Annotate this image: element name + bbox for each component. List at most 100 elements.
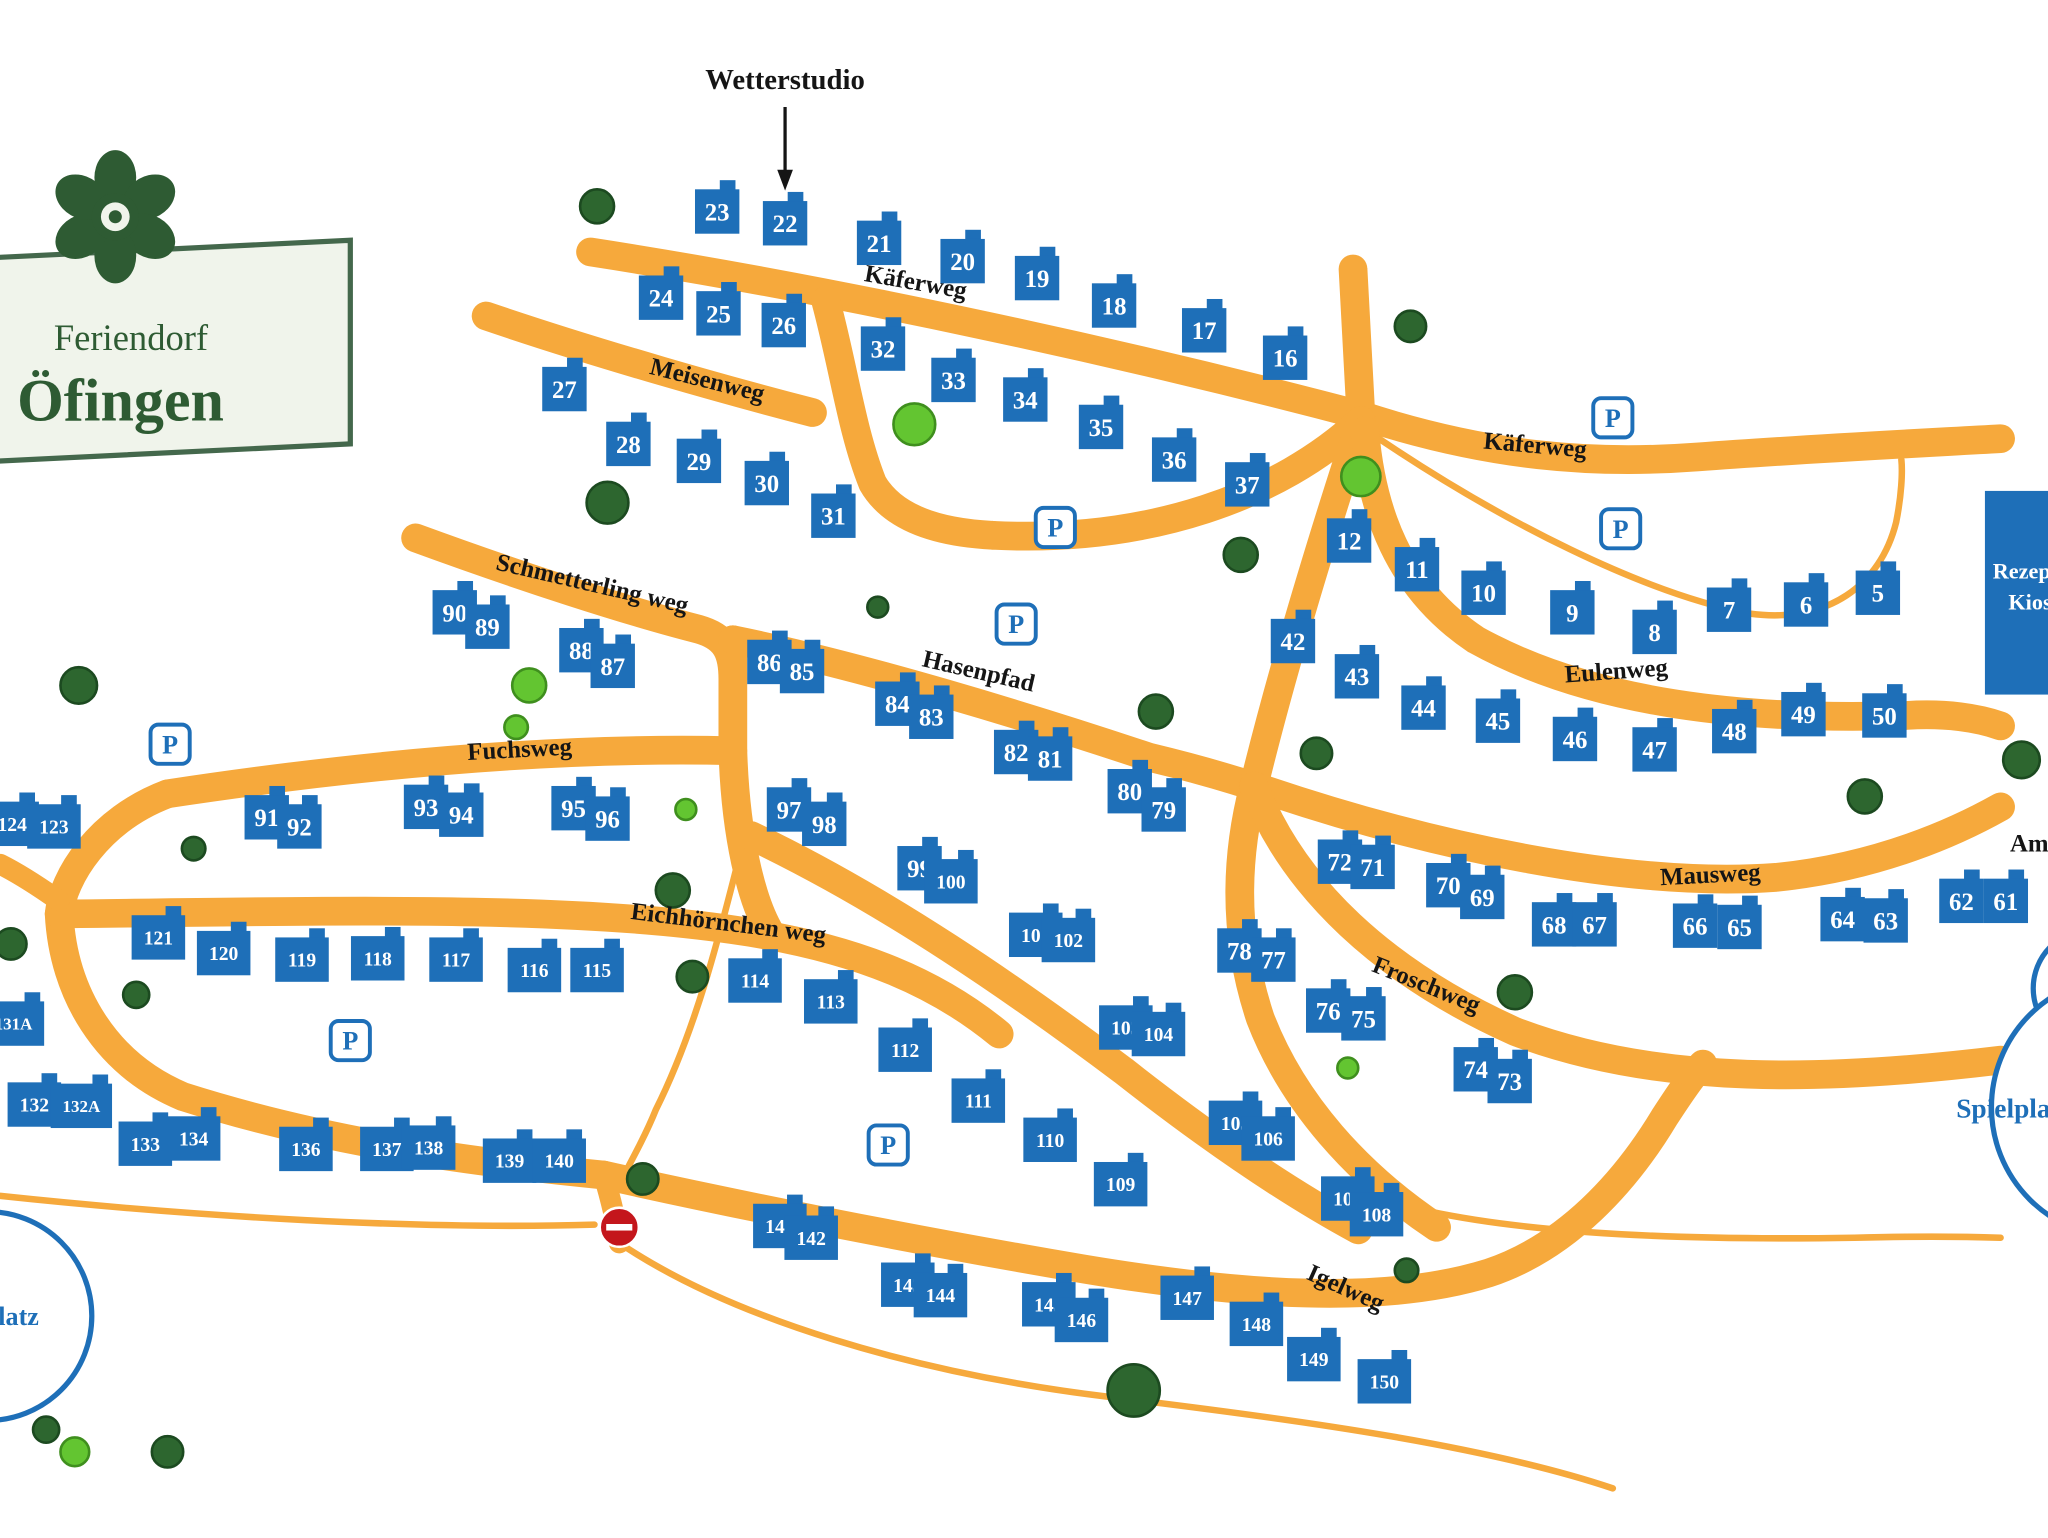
road-diagonal-1 — [736, 821, 1373, 1245]
parking-icon-box — [1591, 396, 1635, 440]
house-marker-number: 49 — [1791, 702, 1816, 729]
house-marker-tab — [772, 630, 788, 642]
house-marker-109: 109 — [1093, 1152, 1148, 1207]
house-marker-tab — [428, 775, 445, 786]
house-marker-92: 92 — [277, 795, 322, 849]
house-marker-32: 32 — [860, 317, 906, 371]
house-marker-number: 138 — [414, 1139, 444, 1160]
house-marker-tab — [1321, 1327, 1337, 1339]
house-marker-98: 98 — [802, 792, 847, 847]
house-marker-number: 62 — [1949, 889, 1974, 916]
no-entry-sign-icon — [598, 1206, 641, 1249]
house-marker-tab — [541, 938, 558, 950]
house-marker-112: 112 — [878, 1018, 932, 1072]
house-marker-number: 9 — [1566, 600, 1578, 627]
house-marker-71: 71 — [1350, 835, 1395, 890]
house-marker-20: 20 — [940, 229, 985, 284]
house-marker-box — [811, 493, 856, 538]
house-marker-number: 78 — [1227, 938, 1252, 965]
tree-icon — [1222, 536, 1260, 574]
house-marker-number: 33 — [941, 368, 966, 395]
house-marker-box — [482, 1138, 537, 1183]
house-marker-67: 67 — [1572, 893, 1617, 947]
house-marker-142: 142 — [784, 1206, 838, 1260]
house-marker-box — [1091, 283, 1137, 328]
street-label-froschweg: Froschweg — [1368, 951, 1484, 1019]
wetterstudio-annotation: Wetterstudio — [705, 64, 865, 191]
tree-icon — [654, 872, 692, 909]
logo-flower-icon — [55, 150, 176, 284]
reception-building-rect — [1984, 490, 2048, 695]
house-marker-tab — [1287, 326, 1304, 337]
house-marker-tab — [1556, 893, 1573, 904]
tree-icon — [121, 980, 151, 1010]
house-marker-number: 148 — [1242, 1315, 1272, 1336]
house-marker-number: 98 — [812, 812, 837, 839]
house-marker-number: 48 — [1722, 719, 1747, 746]
house-marker-108: 108 — [1349, 1182, 1404, 1237]
house-marker-number: 65 — [1727, 915, 1752, 942]
house-marker-number: 124 — [0, 815, 27, 836]
house-marker-number: 109 — [1106, 1175, 1136, 1196]
house-marker-number: 102 — [1054, 931, 1083, 952]
road-north-stub — [1338, 254, 1376, 430]
house-marker-box — [1334, 654, 1380, 699]
house-marker-104: 104 — [1131, 1002, 1186, 1057]
house-marker-number: 12 — [1337, 528, 1362, 555]
road-meisenweg — [471, 301, 827, 427]
house-marker-21: 21 — [856, 211, 902, 266]
house-marker-box — [50, 1083, 113, 1129]
house-marker-number: 89 — [475, 615, 500, 642]
tree-icon — [1393, 309, 1428, 344]
house-marker-tab — [1359, 644, 1376, 656]
house-marker-tab — [1426, 676, 1442, 687]
house-marker-tab — [1242, 1091, 1259, 1102]
parking-icon: P — [148, 722, 192, 766]
house-marker-box — [1632, 727, 1677, 772]
house-marker-tab — [1263, 1292, 1280, 1303]
house-marker-box — [1160, 1275, 1214, 1320]
house-marker-number: 42 — [1281, 629, 1306, 656]
house-marker-box — [1287, 1336, 1341, 1382]
house-marker-number: 91 — [254, 805, 279, 832]
house-marker-box — [1394, 547, 1440, 592]
house-marker-box — [277, 804, 322, 849]
house-marker-box — [1027, 736, 1073, 781]
house-marker-number: 80 — [1117, 779, 1142, 806]
house-marker-69: 69 — [1460, 865, 1505, 920]
house-marker-box — [1460, 874, 1505, 920]
tree-icon — [1393, 1257, 1420, 1284]
house-marker-box — [606, 421, 651, 467]
house-marker-27: 27 — [542, 357, 587, 412]
house-marker-tab — [958, 849, 974, 861]
house-marker-box — [860, 326, 906, 371]
house-marker-tab — [1484, 865, 1501, 877]
logo-line2: Öfingen — [17, 366, 224, 433]
house-marker-box — [1401, 685, 1446, 730]
house-marker-number: 76 — [1316, 998, 1341, 1025]
house-marker-tab — [302, 795, 318, 806]
house-marker-box — [401, 1125, 456, 1170]
house-marker-number: 90 — [442, 600, 467, 627]
parking-icon: P — [1599, 507, 1643, 551]
house-marker-117: 117 — [429, 928, 483, 982]
house-marker-number: 81 — [1038, 746, 1063, 773]
house-marker-tab — [1731, 578, 1748, 589]
street-label-meisenweg: Meisenweg — [647, 353, 768, 408]
house-marker-number: 68 — [1542, 912, 1567, 939]
house-marker-73: 73 — [1487, 1049, 1532, 1104]
house-marker-number: 25 — [706, 301, 731, 328]
tree-icon — [866, 595, 890, 619]
house-marker-tab — [435, 1116, 452, 1127]
road-kaeferweg-west — [576, 237, 1376, 430]
road-eichhoernchenweg — [44, 896, 1014, 1049]
house-marker-tab — [457, 580, 474, 592]
house-marker-tab — [394, 1117, 410, 1129]
house-marker-box — [1262, 335, 1308, 380]
house-marker-tab — [1383, 1182, 1400, 1194]
house-marker-tab — [567, 357, 583, 369]
house-marker-number: 31 — [821, 504, 846, 531]
house-marker-box — [1270, 618, 1316, 664]
house-marker-number: 88 — [569, 638, 594, 665]
house-marker-box — [1229, 1301, 1284, 1347]
